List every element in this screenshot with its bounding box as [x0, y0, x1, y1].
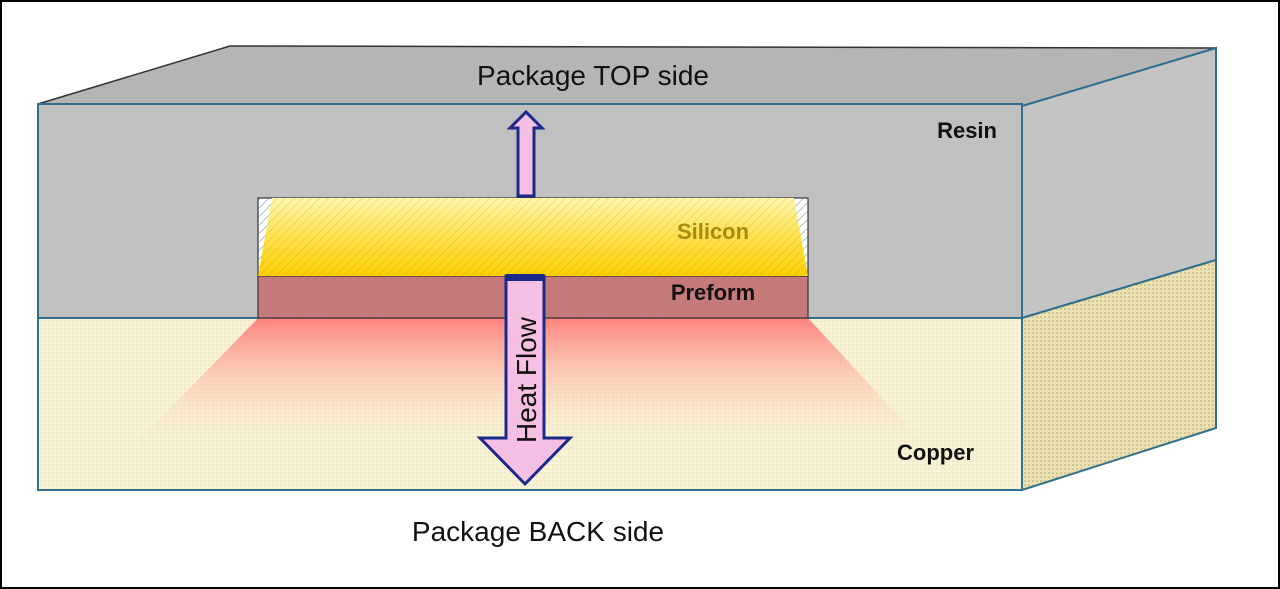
heat-flow-arrow — [476, 274, 574, 487]
up-arrow — [506, 109, 546, 198]
top-side-label: Package TOP side — [477, 60, 709, 91]
silicon-texture — [258, 198, 808, 276]
heat-flow-arrow-cap — [506, 274, 544, 281]
resin-label: Resin — [937, 118, 997, 143]
preform-label: Preform — [671, 280, 755, 305]
copper-label: Copper — [897, 440, 974, 465]
back-side-label: Package BACK side — [412, 516, 664, 547]
silicon-label: Silicon — [677, 219, 749, 244]
heat-flow-label: Heat Flow — [511, 316, 542, 443]
copper-side-texture — [1022, 260, 1216, 490]
